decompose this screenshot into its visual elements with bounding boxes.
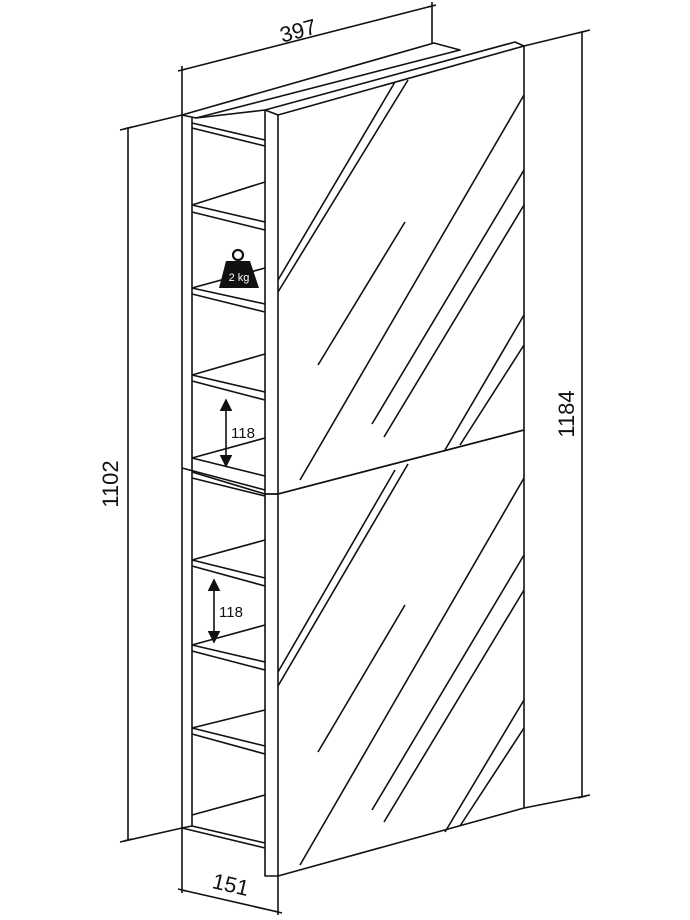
shelf-gap-lower-label: 118 [219,604,243,621]
mirror-door-upper [264,41,525,495]
load-label: 2 kg [229,272,250,284]
shelves [191,122,266,816]
height-body-label: 1102 [98,460,123,507]
cabinet-body [181,42,461,849]
mirror-door-lower [264,429,525,877]
dimension-height-body [119,114,183,843]
dimension-height-total [523,29,591,809]
dimension-width [177,2,437,115]
dimension-depth [177,828,283,915]
depth-label: 151 [210,868,251,901]
height-total-label: 1184 [554,390,579,437]
weight-icon [219,248,259,288]
width-label: 397 [277,14,319,48]
shelf-gap-upper-label: 118 [231,425,255,442]
